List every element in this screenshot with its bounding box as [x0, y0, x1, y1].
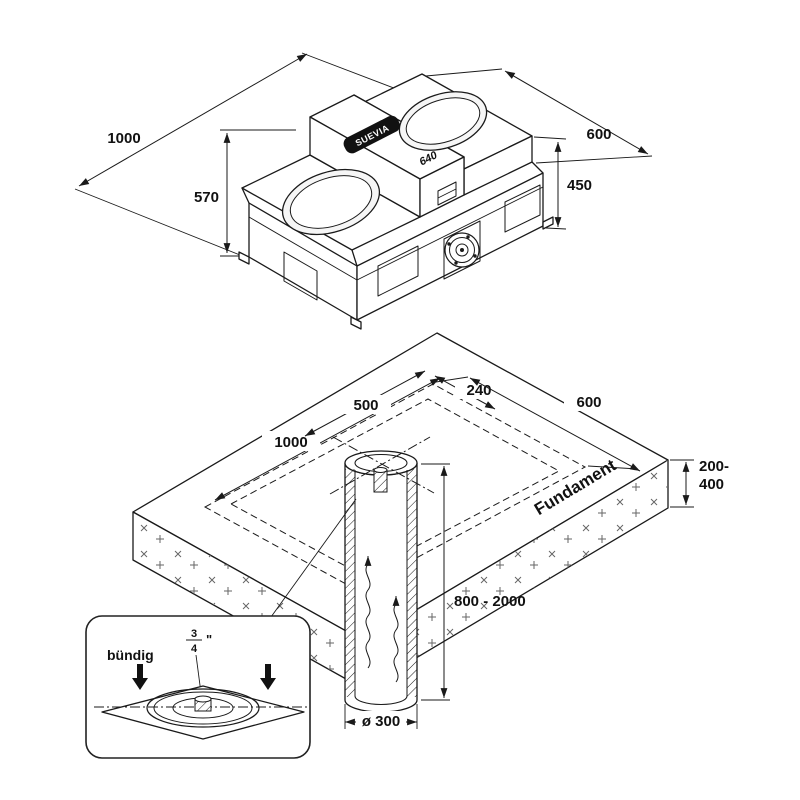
dim-pipe-depth: 800 - 2000	[421, 463, 526, 701]
trough-foot-left	[238, 251, 250, 265]
thread-unit: "	[206, 632, 212, 647]
warm-air-arrow-2	[392, 596, 400, 683]
flush-arrow-right-icon	[260, 664, 276, 690]
dim-pipe-offset-length: 500	[304, 370, 426, 437]
flush-label: bündig	[107, 647, 154, 663]
dim-trough-height-total: 570	[194, 129, 296, 257]
trough-foot-right	[542, 216, 554, 230]
trough-foot-front	[350, 316, 362, 330]
ridge-front-face	[419, 156, 465, 218]
footprint-width-label: 600	[576, 394, 601, 411]
trough-isometric-drawing: 1000 600 570 450	[74, 52, 653, 330]
trough-bottom-rim-detail	[146, 688, 260, 728]
dim-footprint-width: 600	[435, 376, 641, 472]
pipe-body	[344, 462, 418, 713]
dim-slab-thickness: 200- 400	[670, 458, 729, 508]
trough-lid: SUEVIA 640	[241, 73, 544, 267]
pipe-centerline-length	[329, 436, 431, 495]
pipe-centerline-width	[332, 436, 435, 494]
brand-plate-background	[343, 115, 400, 154]
thread-numerator: 3	[191, 628, 197, 640]
frost-protection-pipe	[344, 450, 418, 713]
trough-height-total-label: 570	[194, 189, 219, 206]
inset-leader-line	[270, 498, 357, 618]
pipe-wall-right-hatch	[407, 469, 417, 697]
foundation-drawing: 1000 500 240 600	[132, 332, 729, 730]
left-bowl	[281, 168, 381, 236]
water-connection-box	[437, 181, 457, 206]
dim-pipe-diameter: ø 300	[344, 704, 418, 730]
valve-cover	[443, 220, 481, 280]
pipe-depth-label: 800 - 2000	[454, 593, 526, 610]
warm-air-arrow-1	[364, 556, 372, 669]
pipe-offset-width-label: 240	[466, 382, 491, 399]
trough-length-label: 1000	[107, 130, 140, 147]
threaded-socket	[194, 695, 212, 712]
right-bowl	[398, 91, 488, 151]
pipe-wall-left-hatch	[345, 469, 355, 697]
footprint-length-label: 1000	[274, 434, 307, 451]
trough-drain-panel-front-2	[504, 184, 541, 233]
pipe-diameter-label: ø 300	[362, 713, 400, 730]
pipe-offset-length-label: 500	[353, 397, 378, 414]
trough-drain-panel-left	[283, 251, 318, 301]
dim-trough-width: 600	[425, 68, 653, 164]
slab-thickness-label-line2: 400	[699, 476, 724, 493]
dim-trough-height-body: 450	[533, 136, 592, 230]
trough-height-body-label: 450	[567, 177, 592, 194]
trough-drain-panel-front-1	[377, 245, 419, 297]
valve-plate	[443, 220, 481, 280]
flush-detail-inset: bündig 3 4 "	[85, 615, 311, 759]
thread-denominator: 4	[191, 643, 198, 655]
trough-width-label: 600	[586, 126, 611, 143]
slab-thickness-label-line1: 200-	[699, 458, 729, 475]
flush-arrow-left-icon	[132, 664, 148, 690]
